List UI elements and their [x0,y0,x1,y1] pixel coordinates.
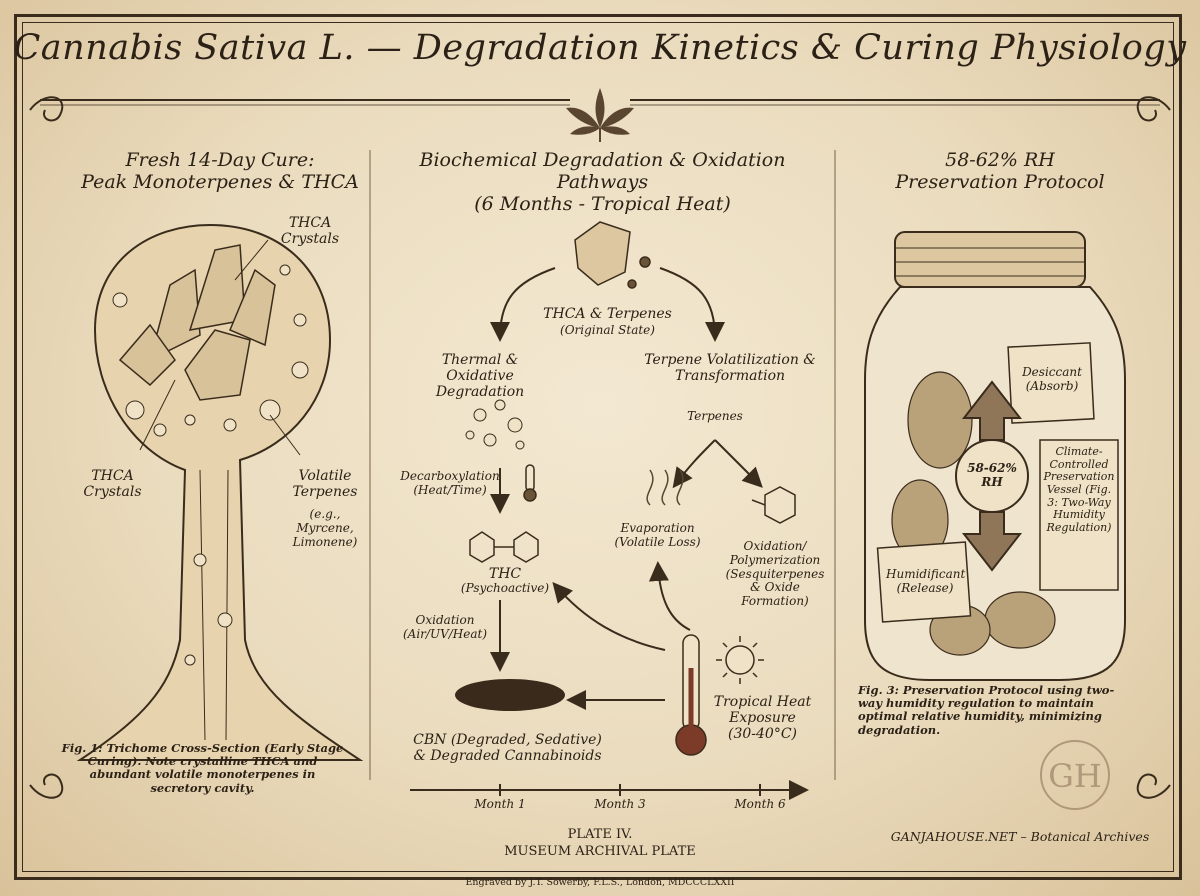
node-thc: THC(Psychoactive) [460,566,550,596]
timeline-axis [410,780,809,800]
humidity-arrow-icon [955,380,1029,572]
monogram-seal-icon: GH [1040,740,1110,810]
humidificant-packet-icon [876,541,972,623]
timeline-month-1: Month 1 [474,797,526,811]
label-volatile-terpenes: Volatile Terpenes [292,468,358,501]
label-desiccant: Desiccant (Absorb) [1022,365,1082,393]
center-heading: Biochemical Degradation & Oxidation Path… [419,149,786,215]
label-vessel: Climate-Controlled Preservation Vessel (… [1043,445,1115,534]
node-origin: THCA & Terpenes [543,306,672,322]
node-evaporation: Evaporation(Volatile Loss) [614,521,701,549]
node-terpenes: Terpenes [687,409,743,423]
engraver-credit: Engraved by J.T. Sowerby, F.L.S., London… [465,877,735,888]
left-heading: Fresh 14-Day Cure:Peak Monoterpenes & TH… [81,149,359,193]
museum-label: MUSEUM ARCHIVAL PLATE [504,844,696,859]
pathway-arrows [490,267,763,710]
node-oxidation-polymerization: Oxidation/ Polymerization(Sesquiterpenes… [725,539,825,609]
svg-text:GH: GH [1048,757,1101,795]
vessel-label-card [1039,439,1119,591]
trichome-illustration [76,223,364,761]
title-divider [40,99,1160,106]
terpene-droplet-icon [465,399,525,450]
thca-crystal-icon [574,221,651,289]
outer-frame [14,14,1182,880]
cannabis-bud-icon [891,371,1056,656]
sun-icon [716,636,764,684]
figure-1-caption: Fig. 1: Trichome Cross-Section (Early St… [61,741,344,795]
node-oxidation: Oxidation(Air/UV/Heat) [402,613,487,641]
node-cbn: CBN (Degraded, Sedative)& Degraded Canna… [413,732,602,765]
timeline-month-3: Month 3 [594,797,646,811]
label-thca-crystals-left: THCA Crystals [83,468,142,501]
timeline-month-6: Month 6 [734,797,786,811]
node-tropical-heat: Tropical Heat Exposure(30-40°C) [713,694,812,743]
vapor-icon [646,469,684,506]
label-humidificant: Humidificant (Release) [886,567,966,595]
label-terpenes-examples: (e.g., Myrcene, Limonene) [292,507,358,549]
branch-thermal-oxidative: Thermal & Oxidative Degradation [435,352,525,401]
label-rh: 58-62% RH [967,461,1017,489]
thc-molecule-icon [469,531,539,563]
label-thca-crystals-top: THCA Crystals [280,215,340,248]
figure-3-caption: Fig. 3: Preservation Protocol using two-… [858,683,1115,737]
desiccant-packet-icon [1007,342,1095,424]
branch-terpene-volatilization: Terpene Volatilization & Transformation [644,352,816,385]
thermometer-icon [523,464,707,756]
archive-credit: GANJAHOUSE.NET – Botanical Archives [890,829,1150,844]
cannabis-leaf-icon [566,88,634,142]
oxidation-molecule-icon [751,486,796,524]
cbn-residue-icon [455,679,565,711]
plate-number: PLATE IV. [567,827,633,842]
node-decarboxylation: Decarboxylation(Heat/Time) [400,469,500,497]
node-origin-sub: (Original State) [560,323,655,337]
corner-flourish-icon [29,96,1171,799]
plate-title: Cannabis Sativa L. — Degradation Kinetic… [13,28,1187,68]
inner-frame [22,22,1174,872]
